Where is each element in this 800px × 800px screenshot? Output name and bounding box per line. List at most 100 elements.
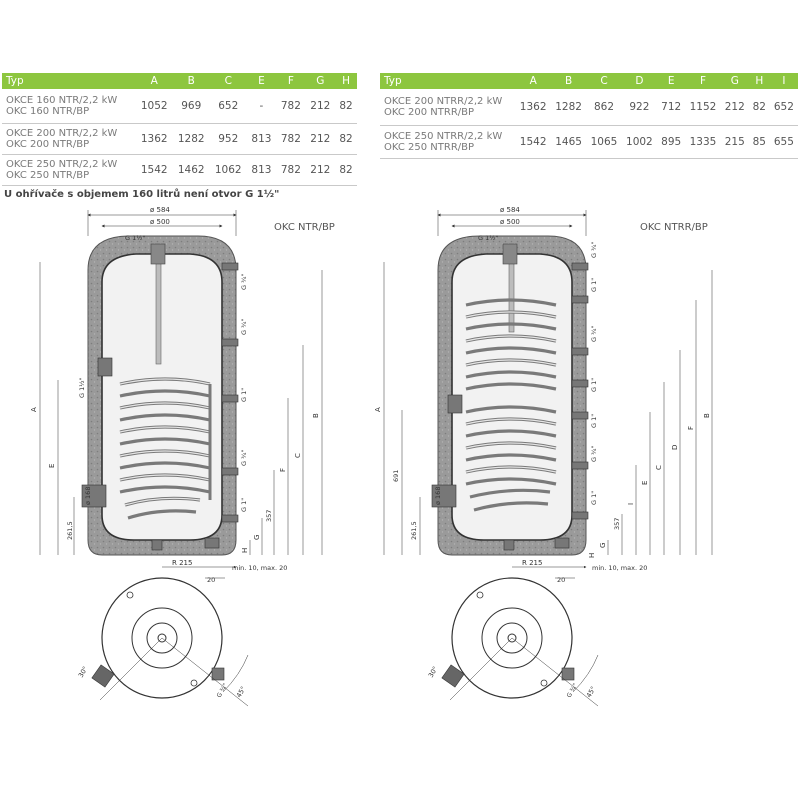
value-cell: 895 [657,125,686,159]
dim-label: A [30,407,38,412]
col-header: C [209,73,247,89]
type-cell: OKCE 160 NTR/2,2 kW OKC 160 NTR/BP [2,89,136,124]
tank-drawing-ntrr: ø 584 ø 500 G 1½" A 691 261,5 ø 168 B F … [374,206,713,707]
opening-note: U ohřívače s objemem 160 litrů není otvo… [4,189,280,200]
dim-label: 45° [585,685,598,699]
coil-inner [465,311,557,473]
value-cell: 1282 [172,123,210,155]
anode-rod [508,261,515,333]
col-header: C [586,73,622,89]
plan-angle-arc [161,637,249,707]
value-cell: 1462 [172,154,210,186]
type-name: OKCE 200 NTRR/2,2 kW [384,95,503,107]
coil-inner [119,378,211,506]
plan-inner [131,607,193,669]
dim-label: E [641,481,649,485]
side-fittings [81,262,239,551]
plan-center [157,633,167,643]
value-cell: 1152 [685,89,721,126]
col-header: F [276,73,306,89]
dim-label: G 1" [590,378,598,392]
plan-connector [561,667,575,681]
value-cell: 215 [720,125,749,159]
value-cell: 82 [335,123,357,155]
value-cell: 952 [209,123,247,155]
value-cell: 969 [172,89,210,124]
dim-label: G 1" [590,414,598,428]
dim-label: F [687,426,695,430]
value-cell: 212 [305,89,336,124]
dim-label: 30° [427,665,440,679]
col-header: I [769,73,798,89]
dim-label: ø 584 [150,206,170,214]
dim-label: 261,5 [410,521,418,540]
plan-outer [451,577,573,699]
col-header: A [515,73,551,89]
dim-label: G ¾" [566,682,580,699]
dim-label: G ¾" [216,682,230,699]
type-name: OKCE 200 NTR/2,2 kW [6,127,118,139]
dim-label: ø 500 [500,218,520,226]
plan-angle-arc [511,637,599,707]
plan-angle-arc [449,637,513,701]
type-cell: OKCE 200 NTRR/2,2 kW OKC 200 NTRR/BP [380,89,516,126]
dim-label: F [279,468,287,472]
value-cell: 922 [621,89,658,126]
type-name: OKC 250 NTRR/BP [384,141,475,153]
plan-ring [496,622,528,654]
value-cell: 712 [657,89,686,126]
table-row: OKCE 250 NTRR/2,2 kW OKC 250 NTRR/BP 154… [380,125,798,159]
top-fitting [150,243,166,265]
dim-label: R 215 [172,559,192,567]
dim-label: A [374,407,382,412]
anode-rod [155,261,162,365]
table-row: OKCE 250 NTR/2,2 kW OKC 250 NTR/BP 1542 … [2,154,357,186]
table-header-row: Typ A B C E F G H [2,73,357,89]
value-cell: 1362 [135,123,173,155]
dim-label: G 1½" [125,234,146,242]
dim-label: G 1" [590,491,598,505]
dim-label: 30° [77,665,90,679]
col-header: G [720,73,749,89]
value-cell: 1542 [135,154,173,186]
dim-label: 357 [613,518,621,530]
dim-label: H [241,548,249,553]
plan-inner [481,607,543,669]
value-cell: 212 [720,89,749,126]
value-cell: 1362 [515,89,551,126]
type-cell: OKCE 200 NTR/2,2 kW OKC 200 NTR/BP [2,123,136,155]
dim-label: 20 [557,576,565,584]
plan-angle-arc [572,654,599,693]
spec-table-ntr: Typ A B C E F G H OKCE 160 NTR/2,2 kW OK… [2,73,357,186]
dim-label: R 215 [522,559,542,567]
spec-table-ntrr: Typ A B C D E F G H I OKCE 200 NTRR/2,2 … [380,73,798,159]
value-cell: 82 [335,89,357,124]
value-cell: 1282 [550,89,587,126]
value-cell: 782 [276,154,306,186]
dim-label: C [655,465,663,470]
drawing-title-ntr: OKC NTR/BP [274,222,335,233]
dim-label: G ¾" [590,242,598,258]
dim-label: G 1½" [478,234,499,242]
dim-label: I [627,503,635,505]
col-header: A [135,73,173,89]
value-cell: 1052 [135,89,173,124]
value-cell: 862 [586,89,622,126]
top-fitting [502,243,518,265]
dim-label: G ¾" [240,319,248,335]
dim-label: ø 500 [150,218,170,226]
table-row: OKCE 200 NTR/2,2 kW OKC 200 NTR/BP 1362 … [2,123,357,155]
tank-drawing-ntr: ø 584 ø 500 G 1½" A E 261,5 ø 168 G 1½" … [30,206,323,707]
plan-dot [126,591,134,599]
side-fittings [431,262,589,551]
table-row: OKCE 200 NTRR/2,2 kW OKC 200 NTRR/BP 136… [380,89,798,126]
type-name: OKC 250 NTR/BP [6,169,90,181]
value-cell: 1065 [586,125,622,159]
dim-label: G 1" [240,388,248,402]
plan-flange [91,664,115,688]
dim-label: D [671,445,679,450]
col-header: H [335,73,357,89]
col-header: Typ [380,73,516,89]
dim-label: G [599,543,607,548]
